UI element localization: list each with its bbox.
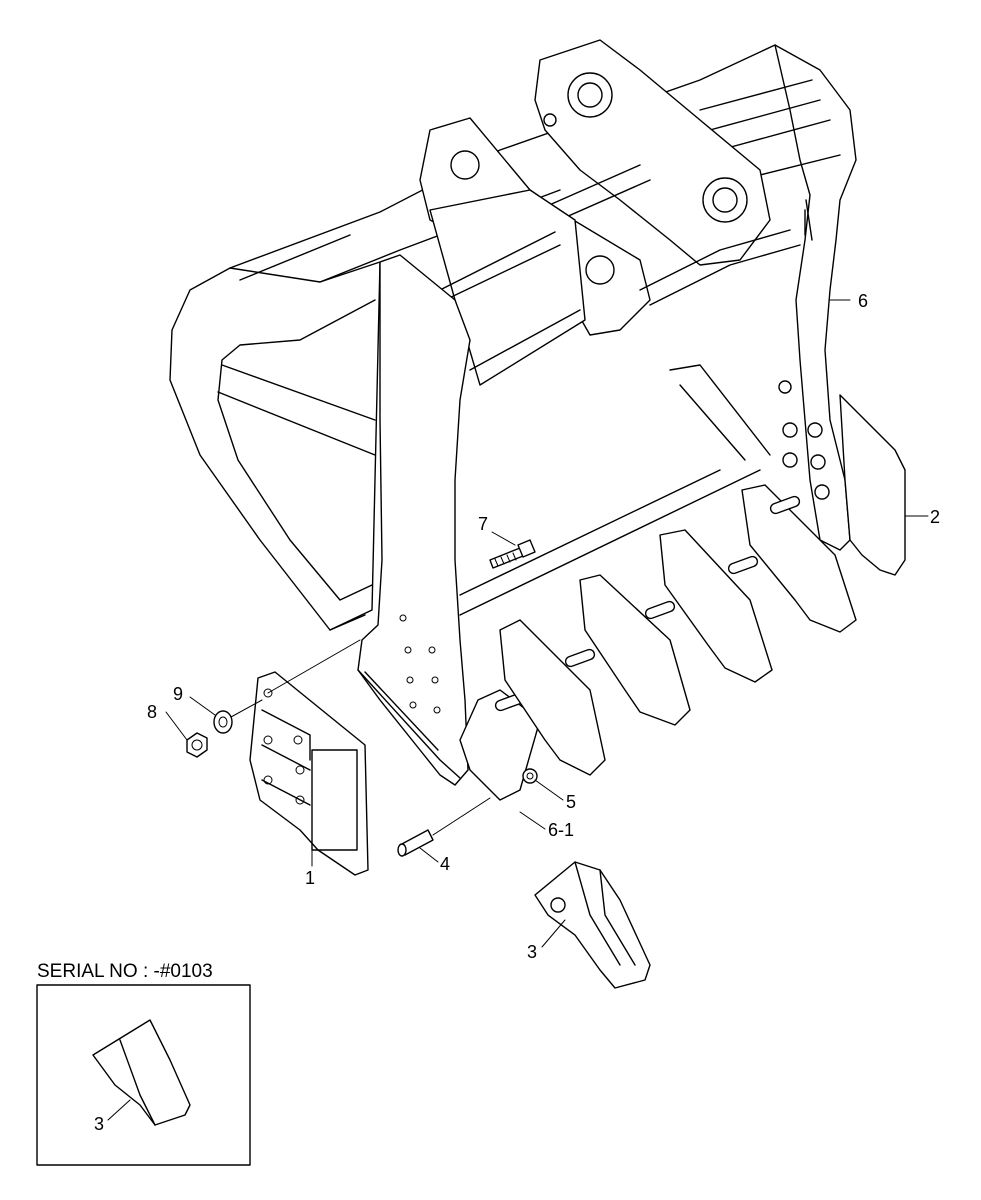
side-plate-part-1 xyxy=(249,639,369,876)
callout-6: 6 xyxy=(858,291,868,311)
nut-part-8 xyxy=(186,732,208,758)
washer-part-9 xyxy=(213,699,263,734)
pin-part-4 xyxy=(397,797,491,857)
callout-7: 7 xyxy=(478,514,488,534)
callout-9: 9 xyxy=(173,684,183,704)
tooth-3 xyxy=(579,574,691,726)
tooth-2 xyxy=(499,619,606,776)
left-front-plate xyxy=(357,254,471,786)
callout-2: 2 xyxy=(930,507,940,527)
callout-4: 4 xyxy=(440,854,450,874)
bucket-shell xyxy=(169,44,857,631)
callout-6-1: 6-1 xyxy=(548,820,574,840)
inset-tooth-point xyxy=(92,1019,191,1126)
tooth-4 xyxy=(659,529,773,683)
lock-part-5 xyxy=(522,768,538,784)
serial-inset: SERIAL NO : -#0103 3 xyxy=(36,961,251,1166)
callout-labels: 6 2 7 8 9 5 6-1 4 1 3 xyxy=(147,291,940,962)
callout-3-inset: 3 xyxy=(94,1114,104,1134)
leader-lines xyxy=(165,299,929,948)
callout-8: 8 xyxy=(147,702,157,722)
tooth-5 xyxy=(741,484,857,633)
callout-5: 5 xyxy=(566,792,576,812)
inset-title: SERIAL NO : -#0103 xyxy=(37,961,213,982)
tooth-point-part-3 xyxy=(534,861,651,989)
callout-1: 1 xyxy=(305,868,315,888)
bolt-part-7 xyxy=(489,539,536,569)
side-cutter-right xyxy=(778,380,906,576)
teeth-row xyxy=(459,484,857,801)
callout-3: 3 xyxy=(527,942,537,962)
bucket-lip xyxy=(329,364,771,631)
